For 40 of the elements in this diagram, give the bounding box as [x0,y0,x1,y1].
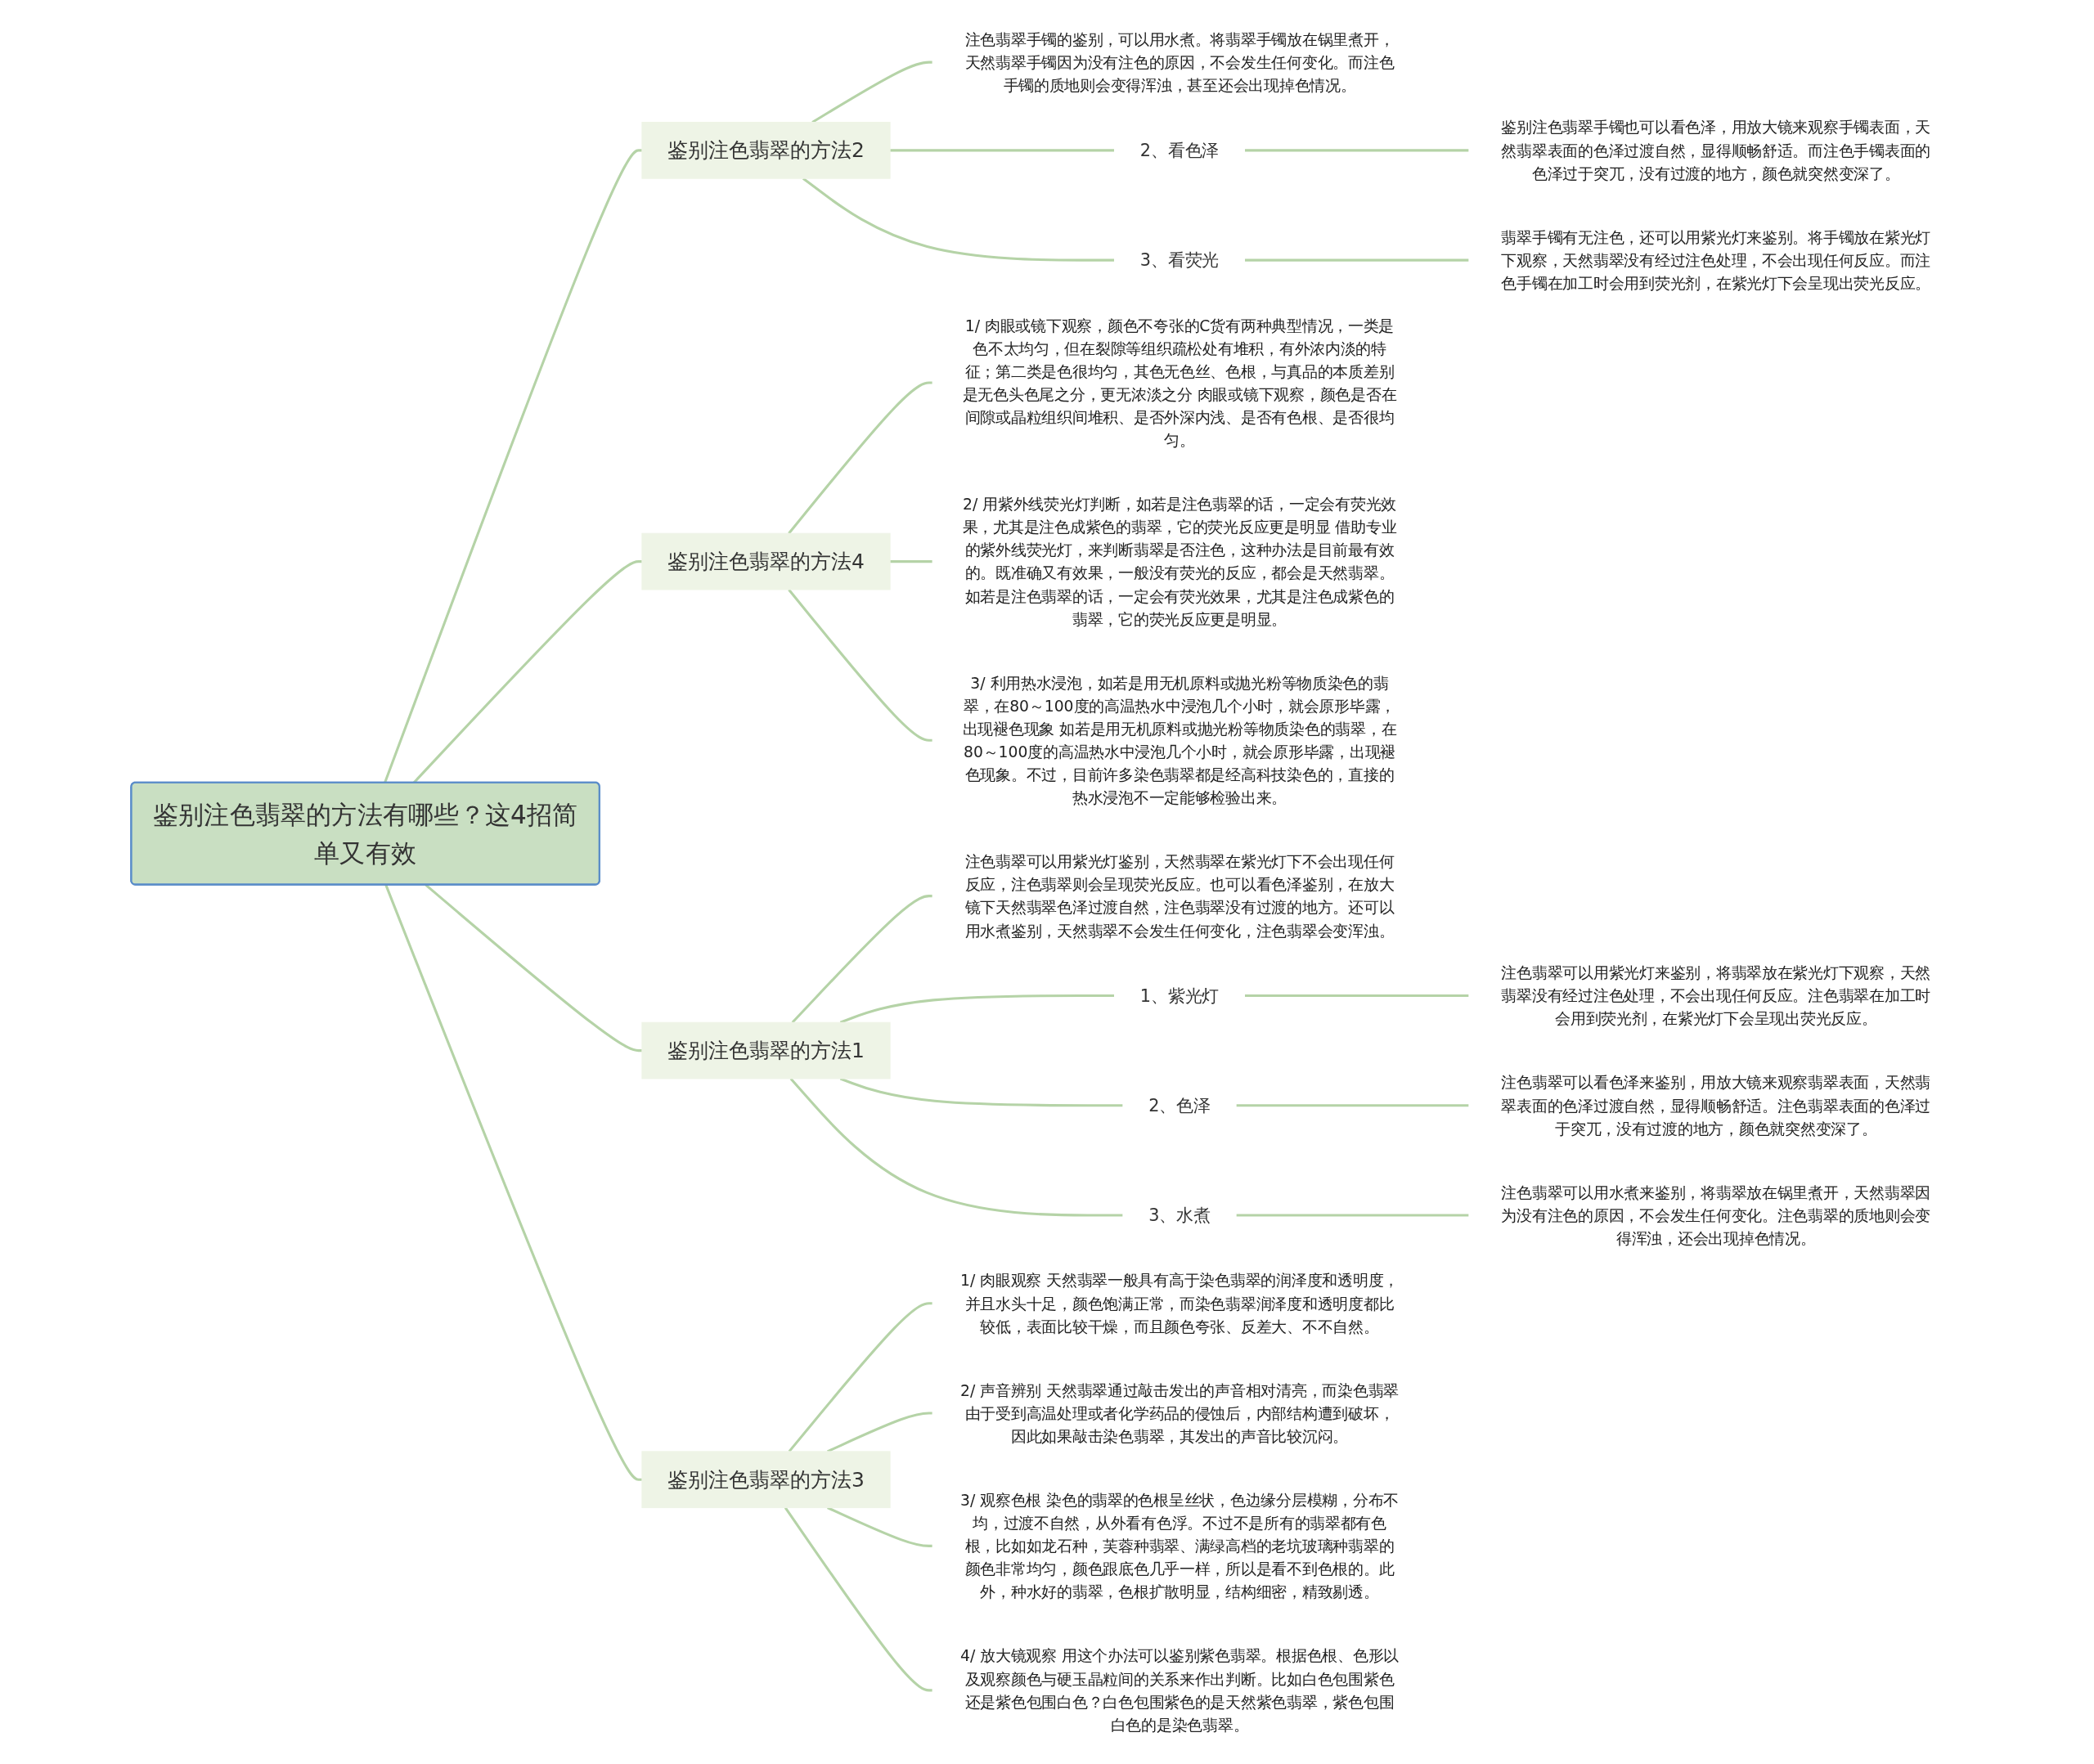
connector [839,994,1115,1024]
node-text: 1、紫光灯 [1139,985,1220,1006]
connector [839,1077,1123,1107]
connector [811,61,933,123]
connector [890,560,933,563]
node-text: 注色翡翠可以用紫光灯来鉴别，将翡翠放在紫光灯下观察，天然翡翠没有经过注色处理，不会出现任何反应。注色翡翠在加工时会用到荧光剂，在紫光灯下会呈现出荧光反应。 [1501,963,1931,1028]
node-text: 注色翡翠可以用水煮来鉴别，将翡翠放在锅里煮开，天然翡翠因为没有注色的原因，不会发生任何变化。注色翡翠的质地则会变得浑浊，还会出现掉色情况。 [1501,1183,1931,1248]
connector [788,588,933,742]
node-text: 2、看色泽 [1139,140,1220,161]
node-text: 鉴别注色翡翠手镯也可以看色泽，用放大镜来观察手镯表面，天然翡翠表面的色泽过渡自然，显得顺畅舒适。而注色手镯表面的色泽过于突兀，没有过渡的地方，颜色就突然变深了。 [1501,118,1931,182]
connector [1236,1214,1469,1217]
node-text: 1/ 肉眼或镜下观察，颜色不夸张的C货有两种典型情况，一类是色不太均匀，但在裂隙等组织疏松处有堆积，有外浓内淡的特征；第二类是色很均匀，其色无色丝、色根，与真品的本质差别是无色头色尾之分，更无浓淡之分 肉眼或镜下观察，颜色是否在间隙或晶粒组织间堆积、是否外深内浅、是否有色根、是否很均匀。 [962,316,1397,450]
node-text: 3/ 利用热水浸泡，如若是用无机原料或抛光粉等物质染色的翡翠，在80～100度的高温热水中浸泡几个小时，就会原形毕露，出现褪色现象 如若是用无机原料或抛光粉等物质染色的翡翠，在80～100度的高温热水中浸泡几个小时，就会原形毕露，出现褪色现象。不过，目前许多染色翡翠都是经高科技染色的，直接的热水浸泡不一定能够检验出来。 [962,674,1397,807]
node-text: 注色翡翠可以看色泽来鉴别，用放大镜来观察翡翠表面，天然翡翠表面的色泽过渡自然，显得顺畅舒适。注色翡翠表面的色泽过于突兀，没有过渡的地方，颜色就突然变深了。 [1501,1073,1931,1138]
node-text: 3/ 观察色根 染色的翡翠的色根呈丝状，色边缘分层模糊，分布不均，过渡不自然，从外看有色浮。不过不是所有的翡翠都有色根，比如如龙石种，芙蓉种翡翠、满绿高档的老坑玻璃种翡翠的颜色非常均匀，颜色跟底色几乎一样，所以是看不到色根的。此外，种水好的翡翠，色根扩散明显，结构细密，精致剔透。 [959,1491,1400,1601]
node-text: 注色翡翠手镯的鉴别，可以用水煮。将翡翠手镯放在锅里煮开，天然翡翠手镯因为没有注色的原因，不会发生任何变化。而注色手镯的质地则会变得浑浊，甚至还会出现掉色情况。 [964,30,1395,95]
node-text: 4/ 放大镜观察 用这个办法可以鉴别紫色翡翠。根据色根、色形以及观察颜色与硬玉晶粒间的关系来作出判断。比如白色包围紫色还是紫色包围白色？白色包围紫色的是天然紫色翡翠，紫色包围白色的是染色翡翠。 [959,1646,1400,1734]
node-text: 2、色泽 [1148,1095,1211,1116]
node-box: 鉴别注色翡翠的方法2 [641,121,891,179]
node-box: 鉴别注色翡翠的方法1 [641,1021,891,1079]
node-box: 鉴别注色翡翠的方法3 [641,1451,891,1509]
connector [1236,1104,1469,1107]
connector [788,1302,933,1452]
connector [890,149,1115,152]
connector [791,895,933,1024]
node-text: 翡翠手镯有无注色，还可以用紫光灯来鉴别。将手镯放在紫光灯下观察，天然翡翠没有经过注色处理，不会出现任何反应。而注色手镯在加工时会用到荧光剂，在紫光灯下会呈现出荧光反应。 [1501,228,1931,293]
node-text: 2/ 声音辨别 天然翡翠通过敲击发出的声音相对清亮，而染色翡翠由于受到高温处理或者化学药品的侵蚀后，内部结构遭到破坏，因此如果敲击染色翡翠，其发出的声音比较沉闷。 [959,1381,1400,1446]
node-text: 3、水煮 [1148,1205,1211,1226]
connector [784,1506,933,1692]
connector [788,381,933,535]
node-text: 1/ 肉眼观察 天然翡翠一般具有高于染色翡翠的润泽度和透明度，并且水头十足，颜色饱满正常，而染色翡翠润泽度和透明度都比较低，表面比较干燥，而且颜色夸张、反差大、不不自然。 [959,1271,1400,1335]
connector [789,1077,1123,1217]
node-box: 鉴别注色翡翠的方法4 [641,532,891,590]
connector [1244,258,1469,262]
node-text: 3、看荧光 [1139,249,1220,271]
connector [1244,149,1469,152]
node-text: 注色翡翠可以用紫光灯鉴别，天然翡翠在紫光灯下不会出现任何反应，注色翡翠则会呈现荧光反应。也可以看色泽鉴别，在放大镜下天然翡翠色泽过渡自然，注色翡翠没有过渡的地方。还可以用水煮鉴别，天然翡翠不会发生任何变化，注色翡翠会变浑浊。 [964,852,1395,940]
connector [1244,994,1469,997]
node-text: 2/ 用紫外线荧光灯判断，如若是注色翡翠的话，一定会有荧光效果，尤其是注色成紫色的翡翠，它的荧光反应更是明显 借助专业的紫外线荧光灯，来判断翡翠是否注色，这种办法是目前最有效的。既准确又有效果，一般没有荧光的反应，都会是天然翡翠。如若是注色翡翠的话，一定会有荧光效果，尤其是注色成紫色的翡翠，它的荧光反应更是明显。 [962,495,1397,628]
connector [827,1506,933,1547]
